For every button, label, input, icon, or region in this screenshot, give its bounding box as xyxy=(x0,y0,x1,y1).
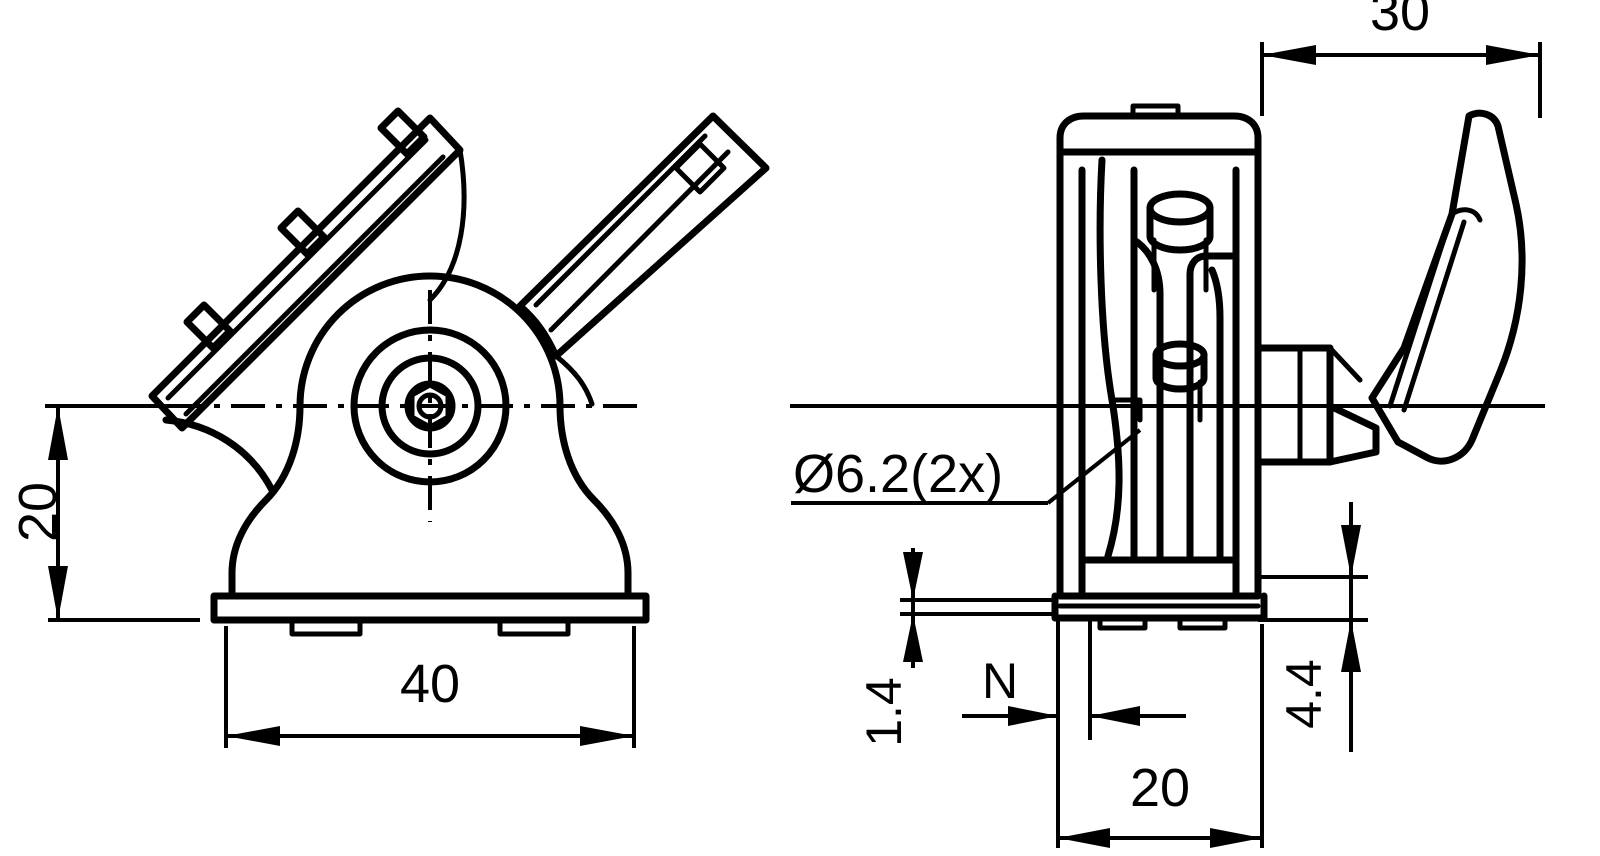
right-arm-root-blend xyxy=(553,353,595,407)
left-arm-lug-lower xyxy=(183,301,234,352)
right-arm-tip-cap xyxy=(710,113,769,171)
dim-n-arrow-left xyxy=(1008,706,1058,726)
dimension-gap-n: N xyxy=(962,618,1186,740)
dim-14-label: 1.4 xyxy=(856,677,912,747)
side-view-clamp-arm xyxy=(1368,109,1526,465)
hub-bore-circle xyxy=(416,392,444,420)
dim-30-arrow-left xyxy=(1262,45,1316,65)
hub-middle-circle xyxy=(378,354,482,458)
side-view-bottom-flange xyxy=(1051,592,1268,622)
dim-20-arrow-top xyxy=(48,406,68,460)
side-view xyxy=(790,103,1545,631)
dimension-height-20: 20 xyxy=(8,404,200,622)
left-arm-outline xyxy=(148,114,464,432)
front-view-hub xyxy=(350,326,510,486)
right-boss-taper xyxy=(1326,402,1380,466)
front-view-foot-left xyxy=(289,619,363,637)
internal-rib-a xyxy=(1096,156,1123,560)
annotation-bore-note: Ø6.2(2x) xyxy=(791,428,1142,505)
left-arm-lug-upper xyxy=(377,107,428,158)
internal-rib-d xyxy=(1186,252,1240,564)
dimension-width-20: 20 xyxy=(1056,624,1264,848)
dim-w20-arrow-right xyxy=(1210,828,1262,848)
right-boss-taper-line xyxy=(1327,345,1363,383)
dim-14-arrow-upper xyxy=(903,552,923,600)
dimension-width-40: 40 xyxy=(224,626,636,748)
dim-40-label: 40 xyxy=(400,654,460,714)
dim-44-label: 4.4 xyxy=(1276,659,1332,729)
bore-note-label: Ø6.2(2x) xyxy=(793,444,1003,504)
right-arm-inner-line xyxy=(548,149,731,333)
dim-30-arrow-right xyxy=(1486,45,1540,65)
dim-40-arrow-left xyxy=(226,726,280,746)
side-view-flange-tab-right xyxy=(1177,615,1228,631)
internal-rib-c xyxy=(1130,236,1164,564)
dimension-height-4-4: 4.4 xyxy=(1258,502,1368,752)
dim-20-label: 20 xyxy=(8,482,68,542)
side-view-upper-bore xyxy=(1146,190,1214,293)
dim-14-arrow-lower xyxy=(903,614,923,662)
dim-n-label: N xyxy=(982,653,1018,709)
front-view-body-outline xyxy=(228,272,632,600)
left-arm-lug-middle xyxy=(277,207,328,258)
hub-outer-circle xyxy=(350,326,510,486)
left-arm-inner-line xyxy=(165,137,429,401)
dim-44-arrow-lower xyxy=(1341,620,1361,672)
dim-w20-arrow-left xyxy=(1058,828,1110,848)
hub-hex-socket xyxy=(409,382,451,430)
side-view-internal-features xyxy=(1078,156,1240,564)
upper-bore-top-ellipse xyxy=(1146,190,1214,226)
side-view-body-block xyxy=(1056,112,1262,600)
right-arm-tip-pocket xyxy=(673,141,727,195)
dim-44-arrow-upper xyxy=(1341,525,1361,577)
internal-notch xyxy=(1109,397,1143,423)
dim-n-arrow-right xyxy=(1090,706,1140,726)
dim-30-label: 30 xyxy=(1370,0,1430,42)
clamp-arm-outline xyxy=(1368,109,1526,465)
side-view-flange-tab-left xyxy=(1097,615,1148,631)
dimension-thickness-1-4: 1.4 xyxy=(856,548,1058,747)
left-arm-root-blend xyxy=(427,147,467,303)
side-view-top-boss xyxy=(1130,103,1181,119)
bore-note-leader-line xyxy=(1046,428,1142,505)
clamp-arm-base-line xyxy=(1369,395,1431,461)
left-arm-inner-line-2 xyxy=(183,154,446,417)
dim-40-arrow-right xyxy=(580,726,634,746)
left-arm-tip-cap xyxy=(149,393,185,431)
dim-w20-label: 20 xyxy=(1130,758,1190,818)
side-view-right-boss xyxy=(1254,344,1380,466)
front-view xyxy=(45,107,770,637)
clamp-arm-inner-line-a xyxy=(1387,211,1455,409)
clamp-arm-knuckle xyxy=(1449,207,1483,223)
front-view-left-arm xyxy=(148,107,467,432)
dimension-depth-30: 30 xyxy=(1260,0,1542,118)
front-view-right-arm xyxy=(516,112,770,407)
front-view-foot-right xyxy=(497,619,571,637)
front-view-base-plate xyxy=(210,592,650,624)
dim-20-arrow-bottom xyxy=(48,566,68,620)
clamp-arm-inner-line-b xyxy=(1401,219,1467,413)
internal-rib-e xyxy=(1208,266,1224,564)
